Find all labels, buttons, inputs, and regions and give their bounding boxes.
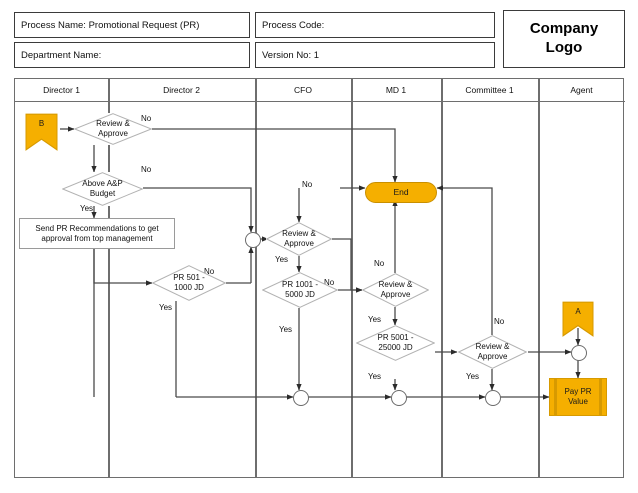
decision-review-approve-1-label: Review & Approve <box>96 119 130 138</box>
edge-label-pr501-no: No <box>204 267 215 276</box>
edge-label-review4-no: No <box>494 317 505 326</box>
lane-divider-2 <box>255 79 257 477</box>
edge-label-review2-no: No <box>302 180 313 189</box>
lane-label: Director 1 <box>43 85 80 95</box>
merge-node-md1-bottom <box>391 390 407 406</box>
decision-pr-501-1000-label: PR 501 - 1000 JD <box>173 273 205 292</box>
version-no-text: Version No: 1 <box>262 49 320 61</box>
edge-label-review1-no: No <box>141 114 152 123</box>
merge-node-cfo-top <box>245 232 261 248</box>
edge-label-pr501-yes: Yes <box>159 303 173 312</box>
company-logo: Company Logo <box>503 10 625 68</box>
diamond-shape <box>458 335 527 369</box>
company-logo-line1: Company <box>529 20 599 38</box>
lane-header-committee-1: Committee 1 <box>441 79 538 102</box>
decision-pr-1001-5000[interactable]: PR 1001 - 5000 JD <box>262 272 338 308</box>
banner-icon <box>562 301 594 337</box>
diamond-shape <box>262 272 338 308</box>
lane-label: MD 1 <box>385 85 407 95</box>
decision-review-approve-4[interactable]: Review & Approve <box>458 335 527 369</box>
decision-pr-5001-25000-label: PR 5001 - 25000 JD <box>377 333 414 352</box>
merge-node-cfo-bottom <box>293 390 309 406</box>
diamond-shape <box>362 273 429 307</box>
edge-label-budget-no: No <box>141 165 152 174</box>
predefined-process-pay-pr-value[interactable]: Pay PR Value <box>549 378 607 416</box>
process-send-pr-recommendations[interactable]: Send PR Recommendations to get approval … <box>19 218 175 249</box>
process-send-pr-recommendations-label: Send PR Recommendations to get approval … <box>35 223 159 243</box>
off-page-connector-a[interactable]: A <box>562 301 594 337</box>
edge-label-budget-yes: Yes <box>80 204 94 213</box>
process-code-text: Process Code: <box>262 19 325 31</box>
predef-right-bar <box>599 379 602 415</box>
edge-label-review3-no: No <box>374 259 385 268</box>
diamond-shape <box>266 222 332 256</box>
decision-pr-1001-5000-label: PR 1001 - 5000 JD <box>281 280 319 299</box>
version-no-field[interactable]: Version No: 1 <box>255 42 495 68</box>
predefined-process-pay-pr-value-label: Pay PR Value <box>564 387 592 406</box>
lane-header-director-2: Director 2 <box>108 79 255 102</box>
off-page-b-label: B <box>38 119 45 128</box>
edge-label-review2-yes: Yes <box>275 255 289 264</box>
lane-header-md-1: MD 1 <box>351 79 441 102</box>
banner-icon <box>25 113 58 151</box>
lane-label: Agent <box>570 85 593 95</box>
decision-above-ap-budget-label: Above A&P Budget <box>82 179 123 198</box>
lane-header-agent: Agent <box>538 79 625 102</box>
decision-review-approve-1[interactable]: Review & Approve <box>74 113 152 145</box>
terminator-end-label: End <box>393 187 409 198</box>
edge-label-review4-yes: Yes <box>466 372 480 381</box>
department-name-field[interactable]: Department Name: <box>14 42 250 68</box>
company-logo-line2: Logo <box>545 39 583 56</box>
process-code-field[interactable]: Process Code: <box>255 12 495 38</box>
terminator-end[interactable]: End <box>365 182 437 203</box>
lane-header-cfo: CFO <box>255 79 351 102</box>
lane-divider-3 <box>351 79 353 477</box>
merge-node-agent <box>571 345 587 361</box>
decision-pr-5001-25000[interactable]: PR 5001 - 25000 JD <box>356 325 435 361</box>
diamond-shape <box>356 325 435 361</box>
decision-review-approve-4-label: Review & Approve <box>475 342 510 361</box>
lane-label: CFO <box>294 85 312 95</box>
decision-review-approve-2-label: Review & Approve <box>282 229 316 248</box>
lane-divider-5 <box>538 79 540 477</box>
decision-review-approve-3-label: Review & Approve <box>378 280 413 299</box>
lane-label: Director 2 <box>163 85 200 95</box>
diamond-shape <box>152 265 226 301</box>
edge-label-pr1001-yes: Yes <box>279 325 293 334</box>
process-name-field[interactable]: Process Name: Promotional Request (PR) <box>14 12 250 38</box>
process-name-text: Process Name: Promotional Request (PR) <box>21 19 200 31</box>
merge-node-committee-bottom <box>485 390 501 406</box>
off-page-connector-b[interactable]: B <box>25 113 58 151</box>
decision-above-ap-budget[interactable]: Above A&P Budget <box>62 172 143 206</box>
decision-pr-501-1000[interactable]: PR 501 - 1000 JD <box>152 265 226 301</box>
predef-left-bar <box>554 379 557 415</box>
edge-label-pr1001-no: No <box>324 278 335 287</box>
off-page-a-label: A <box>575 307 581 316</box>
edge-label-review3-yes: Yes <box>368 315 382 324</box>
decision-review-approve-3[interactable]: Review & Approve <box>362 273 429 307</box>
lane-divider-4 <box>441 79 443 477</box>
lane-header-director-1: Director 1 <box>15 79 108 102</box>
edge-label-pr5001-yes: Yes <box>368 372 382 381</box>
department-name-text: Department Name: <box>21 49 102 61</box>
lane-label: Committee 1 <box>465 85 514 95</box>
decision-review-approve-2[interactable]: Review & Approve <box>266 222 332 256</box>
